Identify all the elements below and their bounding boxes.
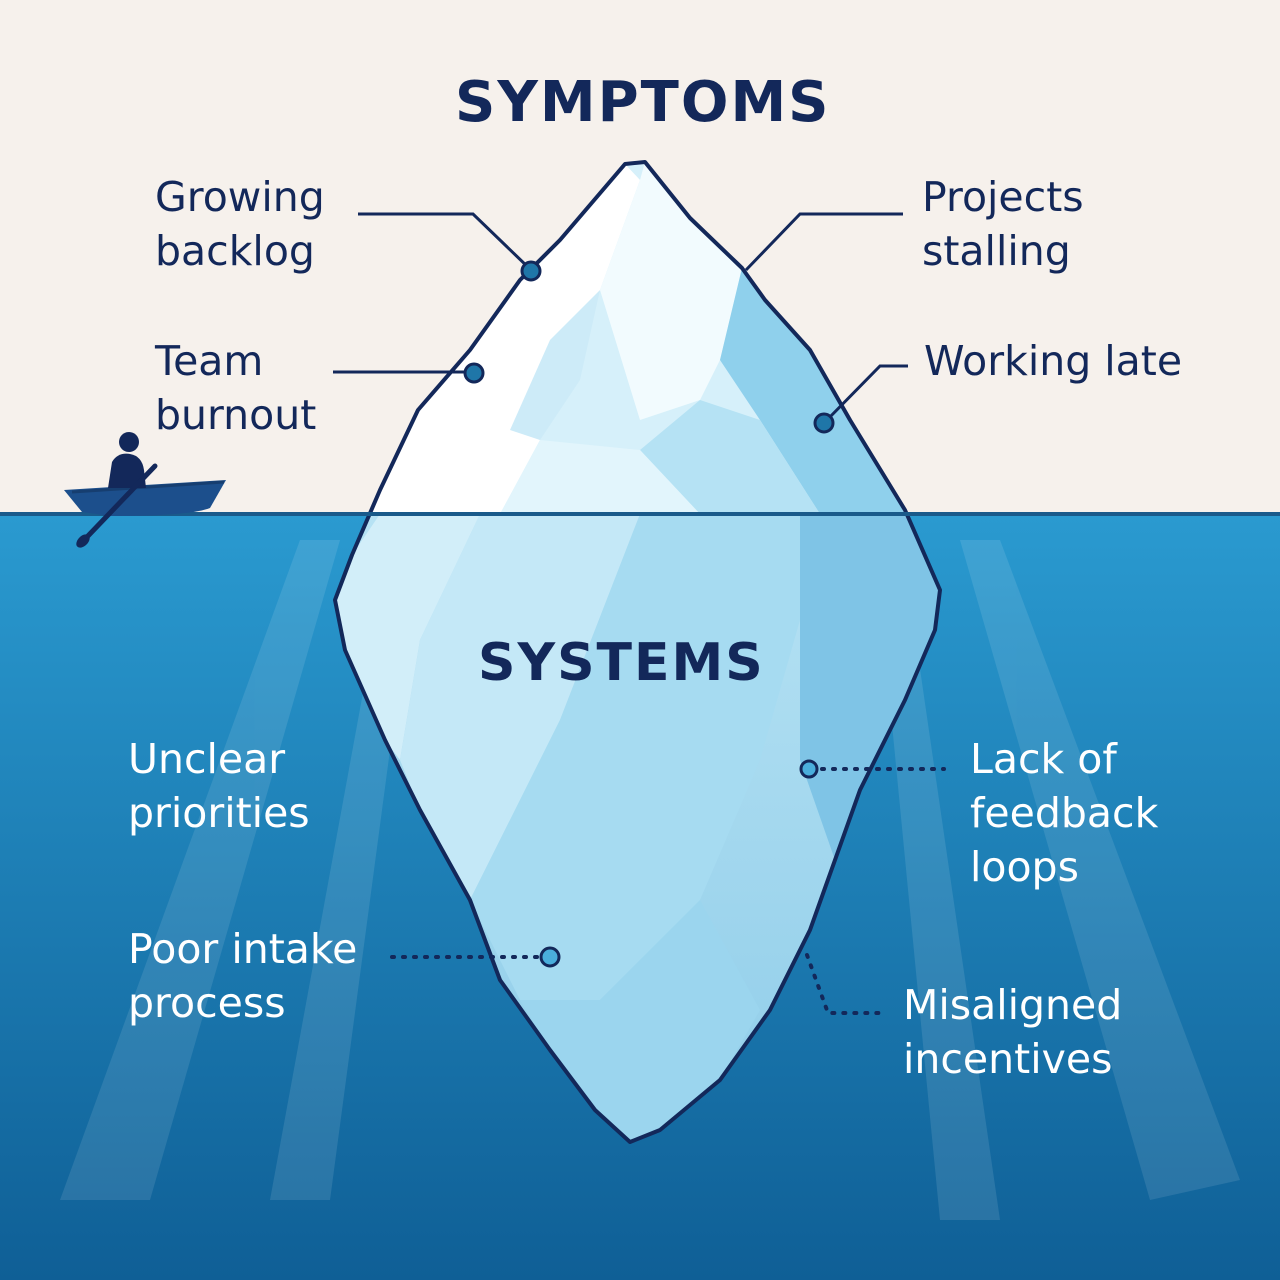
rowboat-icon xyxy=(64,480,226,516)
connector-growing-backlog xyxy=(358,212,533,272)
label-projects-stalling: Projects stalling xyxy=(922,173,1084,275)
label-misaligned-incentives: Misaligned incentives xyxy=(903,981,1123,1083)
rower-icon xyxy=(76,432,158,548)
symptoms-heading: SYMPTOMS xyxy=(455,70,831,135)
water-light-rays xyxy=(60,540,1240,1220)
label-team-burnout: Team burnout xyxy=(155,337,317,439)
marker-working-late xyxy=(813,412,835,434)
system-connectors xyxy=(390,767,946,1015)
marker-feedback-loops xyxy=(799,759,819,779)
connector-misaligned-incentives xyxy=(805,953,887,1015)
connector-projects-stalling xyxy=(744,212,903,272)
marker-intake-process xyxy=(539,946,561,968)
systems-heading: SYSTEMS xyxy=(478,633,765,693)
label-growing-backlog: Growing backlog xyxy=(155,173,325,275)
marker-team-burnout xyxy=(463,362,485,384)
symptom-markers xyxy=(463,260,835,434)
label-unclear-priorities: Unclear priorities xyxy=(128,735,310,837)
label-poor-intake-process: Poor intake process xyxy=(128,925,358,1027)
system-markers xyxy=(539,759,819,968)
label-lack-of-feedback-loops: Lack of feedback loops xyxy=(970,735,1159,891)
symptom-connectors xyxy=(333,212,908,424)
marker-growing-backlog xyxy=(520,260,542,282)
label-working-late: Working late xyxy=(924,337,1183,385)
connector-working-late xyxy=(823,364,908,424)
